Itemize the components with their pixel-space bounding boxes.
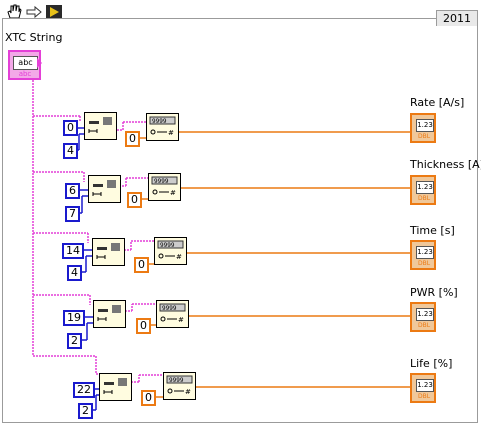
- default-constant[interactable]: 0: [127, 192, 142, 208]
- length-constant[interactable]: 4: [63, 143, 78, 159]
- svg-text:#: #: [168, 129, 174, 137]
- string-subset-icon: [92, 180, 116, 196]
- scan-number-function[interactable]: 9999#: [148, 173, 181, 201]
- scan-number-function[interactable]: 9999#: [146, 113, 179, 141]
- number-scan-icon: 9999#: [159, 303, 186, 324]
- default-constant[interactable]: 0: [134, 257, 149, 273]
- indicator-label: Thickness [A]: [410, 158, 481, 171]
- indicator-type-tag: DBL: [417, 393, 431, 400]
- number-scan-icon: 9999#: [166, 375, 193, 396]
- svg-text:9999: 9999: [152, 118, 167, 125]
- svg-text:#: #: [178, 316, 184, 324]
- version-tab: 2011: [436, 10, 478, 26]
- scan-number-function[interactable]: 9999#: [163, 372, 196, 400]
- string-subset-function[interactable]: [93, 300, 126, 328]
- length-constant[interactable]: 2: [78, 403, 93, 419]
- number-scan-icon: 9999#: [149, 116, 176, 137]
- length-constant[interactable]: 2: [67, 333, 82, 349]
- indicator-type-tag: DBL: [417, 322, 431, 329]
- rate-indicator: 1.23 DBL: [410, 113, 436, 143]
- string-subset-function[interactable]: [99, 373, 132, 401]
- string-subset-function[interactable]: [88, 175, 121, 203]
- svg-text:9999: 9999: [160, 242, 175, 249]
- indicator-display: 1.23: [416, 119, 434, 132]
- indicator-label: PWR [%]: [410, 286, 458, 299]
- scan-number-function[interactable]: 9999#: [154, 237, 187, 265]
- hand-icon[interactable]: [5, 4, 23, 20]
- indicator-type-tag: DBL: [417, 260, 431, 267]
- indicator-label: Life [%]: [410, 357, 453, 370]
- number-scan-icon: 9999#: [157, 240, 184, 261]
- number-scan-icon: 9999#: [151, 176, 178, 197]
- run-arrow-icon[interactable]: [45, 4, 63, 20]
- default-constant[interactable]: 0: [141, 390, 156, 406]
- string-subset-icon: [103, 378, 127, 394]
- control-display: abc: [13, 56, 38, 70]
- pwr-indicator: 1.23 DBL: [410, 302, 436, 332]
- string-subset-function[interactable]: [92, 238, 125, 266]
- svg-text:9999: 9999: [162, 305, 177, 312]
- step-arrow-icon[interactable]: [25, 4, 43, 20]
- length-constant[interactable]: 7: [65, 206, 80, 222]
- control-terminal-icon: [37, 58, 42, 68]
- default-constant[interactable]: 0: [125, 131, 140, 147]
- indicator-label: Rate [A/s]: [410, 96, 465, 109]
- length-constant[interactable]: 4: [67, 265, 82, 281]
- thickness-indicator: 1.23 DBL: [410, 175, 436, 205]
- svg-text:#: #: [185, 388, 191, 396]
- life-indicator: 1.23 DBL: [410, 373, 436, 403]
- indicator-label: Time [s]: [410, 224, 455, 237]
- control-label: XTC String: [5, 31, 63, 44]
- control-type-tag: abc: [18, 70, 32, 78]
- indicator-display: 1.23: [416, 308, 434, 321]
- indicator-type-tag: DBL: [417, 133, 431, 140]
- svg-text:#: #: [170, 189, 176, 197]
- indicator-display: 1.23: [416, 181, 434, 194]
- time-indicator: 1.23 DBL: [410, 240, 436, 270]
- string-subset-icon: [88, 117, 112, 133]
- indicator-display: 1.23: [416, 379, 434, 392]
- string-subset-icon: [96, 243, 120, 259]
- offset-constant[interactable]: 22: [73, 382, 95, 398]
- svg-text:9999: 9999: [169, 377, 184, 384]
- indicator-display: 1.23: [416, 246, 434, 259]
- indicator-type-tag: DBL: [417, 195, 431, 202]
- offset-constant[interactable]: 6: [65, 183, 80, 199]
- string-subset-function[interactable]: [84, 112, 117, 140]
- default-constant[interactable]: 0: [136, 318, 151, 334]
- string-subset-icon: [97, 305, 121, 321]
- scan-number-function[interactable]: 9999#: [156, 300, 189, 328]
- offset-constant[interactable]: 14: [62, 243, 84, 259]
- svg-text:9999: 9999: [154, 178, 169, 185]
- svg-text:#: #: [176, 253, 182, 261]
- offset-constant[interactable]: 0: [63, 120, 78, 136]
- offset-constant[interactable]: 19: [63, 310, 85, 326]
